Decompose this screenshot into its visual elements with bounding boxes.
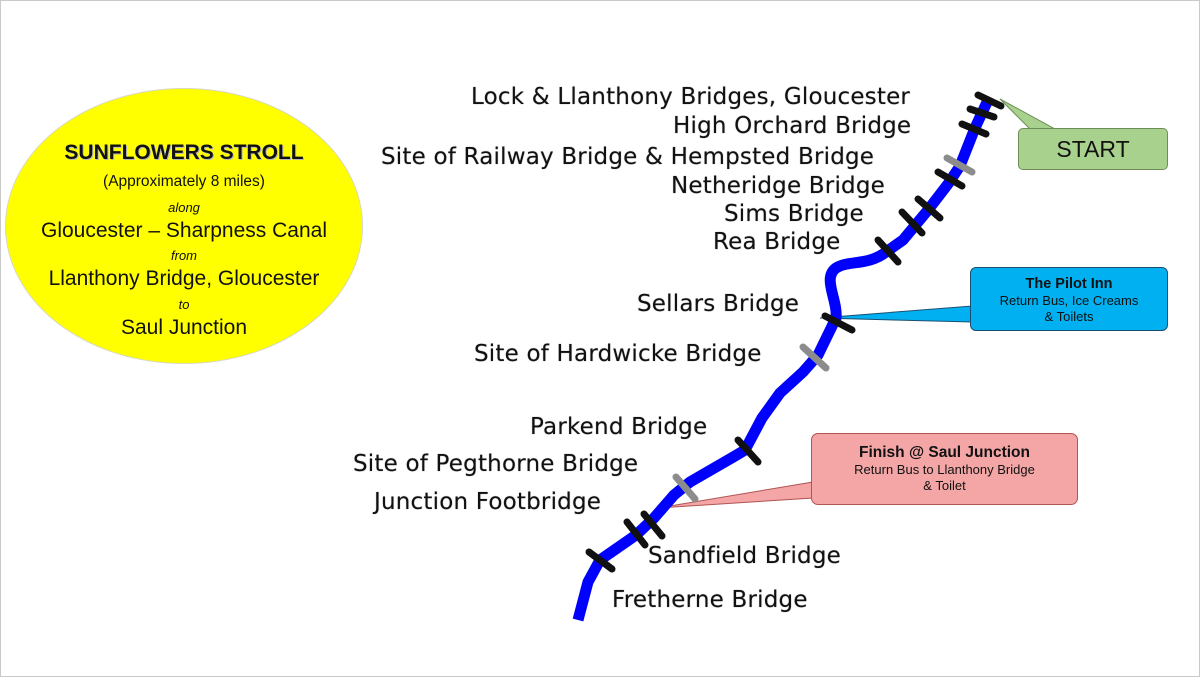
pilot-inn-line-1: Return Bus, Ice Creams [999, 293, 1139, 308]
pilot-inn-line-2: & Toilets [1044, 309, 1094, 324]
bridge-label-netheridge: Netheridge Bridge [671, 173, 885, 199]
finish-callout: Finish @ Saul Junction Return Bus to Lla… [811, 433, 1078, 505]
finish-title: Finish @ Saul Junction [859, 444, 1030, 461]
start-callout: START [1018, 128, 1168, 170]
bridge-tick-site-hardwicke [799, 343, 830, 372]
pilot-callout-pointer [819, 305, 973, 323]
start-place: Llanthony Bridge, Gloucester [48, 267, 320, 290]
start-callout-text: START [1056, 136, 1130, 162]
along-word: along [168, 200, 200, 215]
end-place: Saul Junction [120, 316, 248, 339]
bridge-tick-sandfield [623, 518, 649, 549]
bridge-tick-site-pegthorne [672, 473, 699, 503]
bridge-tick-sims [898, 208, 926, 237]
bridge-tick-sims-2 [914, 195, 944, 222]
pilot-inn-title: The Pilot Inn [1025, 276, 1113, 292]
bridge-tick-high-orchard [958, 120, 990, 138]
bridge-tick-junction-footbridge [640, 510, 666, 540]
bridge-label-site-pegthorne: Site of Pegthorne Bridge [353, 451, 639, 477]
bridge-label-high-orchard: High Orchard Bridge [673, 113, 912, 139]
pilot-inn-callout: The Pilot Inn Return Bus, Ice Creams & T… [970, 267, 1168, 331]
bridge-tick-sellars [821, 312, 856, 334]
to-word: to [178, 297, 190, 312]
bridge-label-junction-footbridge: Junction Footbridge [374, 489, 602, 515]
bridge-tick-netheridge [934, 168, 966, 190]
bridge-tick-rea [874, 236, 902, 266]
bridge-tick-lock-llanthony [974, 91, 1005, 110]
canal-name: Gloucester – Sharpness Canal [41, 219, 327, 242]
bridge-label-site-railway-hempsted: Site of Railway Bridge & Hempsted Bridge [381, 144, 875, 170]
walk-distance: (Approximately 8 miles) [103, 173, 265, 190]
finish-line-1: Return Bus to Llanthony Bridge [854, 462, 1035, 477]
bridge-label-sellars: Sellars Bridge [637, 291, 800, 317]
bridge-tick-lock-llanthony-2 [966, 105, 998, 121]
bridge-label-rea: Rea Bridge [713, 229, 841, 255]
bridge-label-parkend: Parkend Bridge [530, 414, 708, 440]
bridge-tick-parkend [734, 436, 762, 466]
finish-line-2: & Toilet [923, 478, 966, 493]
bridge-label-site-hardwicke: Site of Hardwicke Bridge [474, 341, 762, 367]
bridge-label-fretherne: Fretherne Bridge [612, 587, 808, 613]
bridge-tick-fretherne [585, 548, 616, 573]
bridge-tick-site-railway-hempsted [943, 154, 976, 176]
bridge-label-sandfield: Sandfield Bridge [648, 543, 841, 569]
bridge-label-sims: Sims Bridge [724, 201, 864, 227]
from-word: from [171, 248, 197, 263]
title-ellipse: SUNFLOWERS STROLL (Approximately 8 miles… [5, 88, 363, 364]
start-callout-pointer [999, 98, 1056, 130]
bridge-label-lock-llanthony: Lock & Llanthony Bridges, Gloucester [471, 84, 911, 110]
walk-title: SUNFLOWERS STROLL [64, 141, 304, 164]
